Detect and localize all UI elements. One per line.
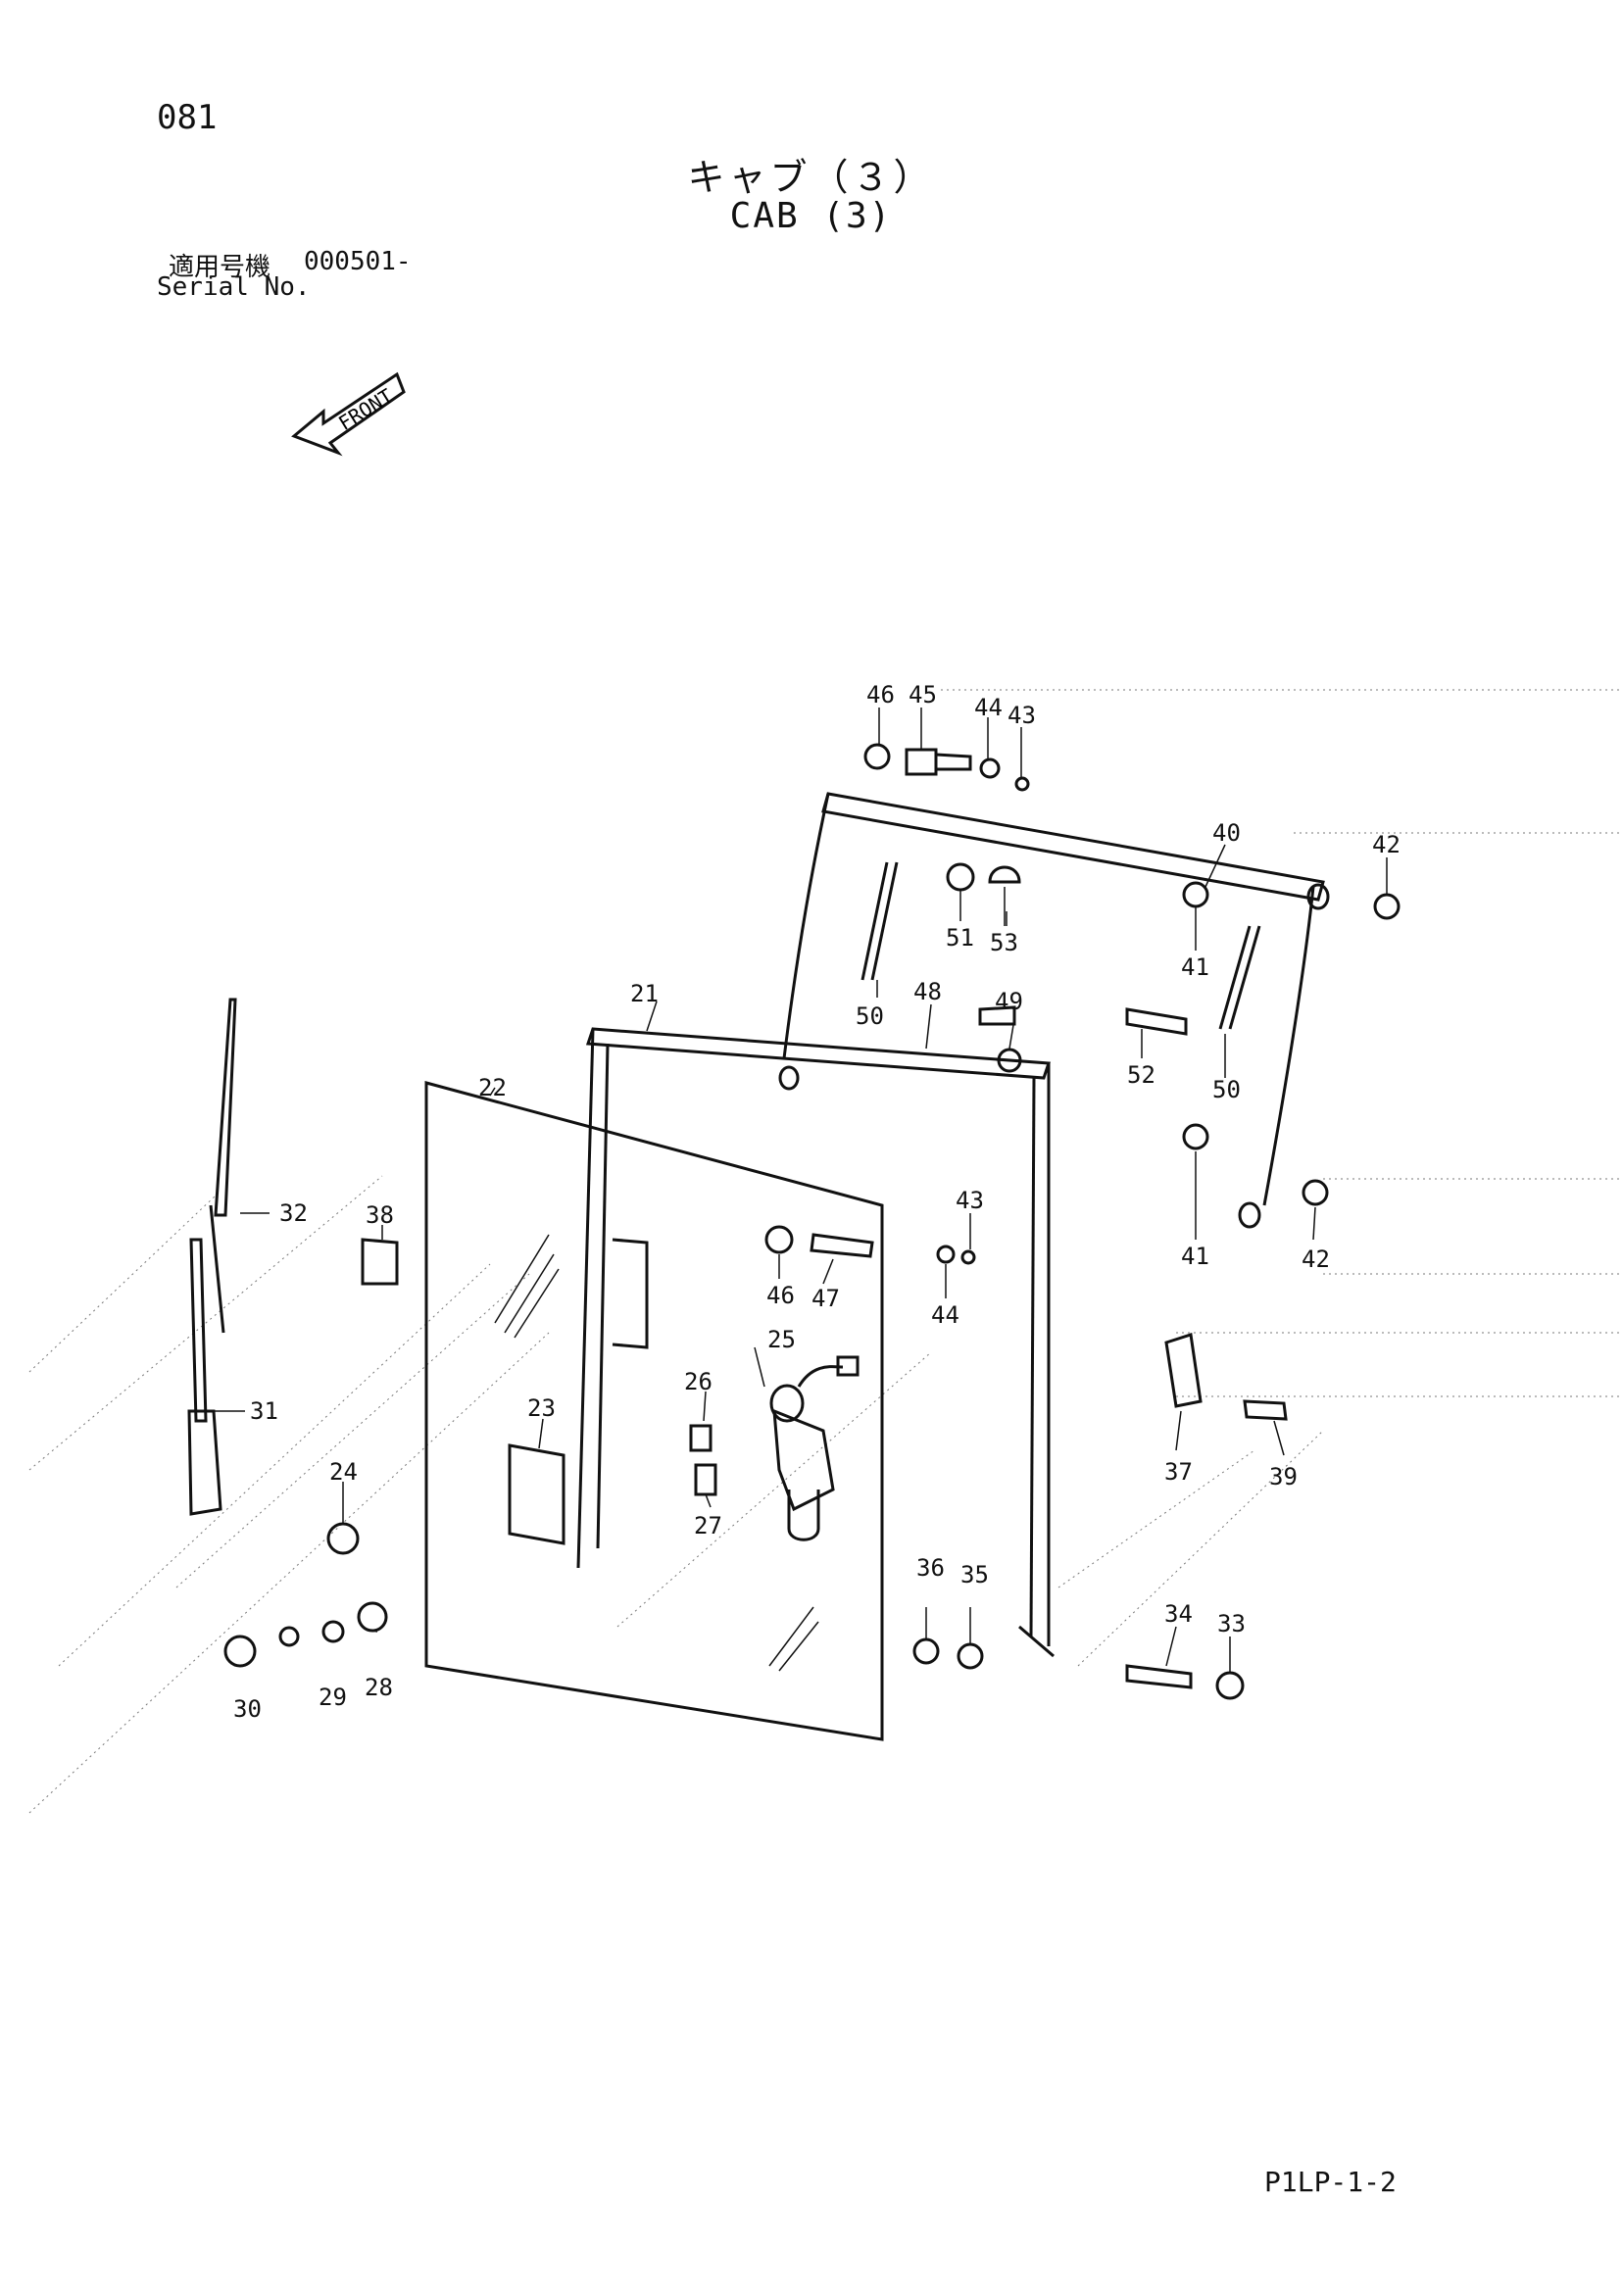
callout-47: 47 bbox=[811, 1285, 840, 1312]
callout-34: 34 bbox=[1164, 1600, 1193, 1628]
upper-window-frame bbox=[778, 792, 1330, 1229]
catalog-page-code: P1LP-1-2 bbox=[1264, 2166, 1397, 2198]
callout-46b: 46 bbox=[766, 1282, 795, 1309]
callout-28: 28 bbox=[365, 1674, 393, 1701]
callout-45: 45 bbox=[909, 681, 937, 708]
callout-35: 35 bbox=[960, 1561, 989, 1588]
callout-33: 33 bbox=[1217, 1610, 1246, 1637]
serial-number-value: 000501- bbox=[304, 247, 412, 276]
serial-label-japanese: 適用号機 bbox=[169, 253, 271, 282]
callout-24: 24 bbox=[329, 1458, 358, 1486]
page-title-japanese: キャブ（３） bbox=[687, 156, 935, 199]
callout-37: 37 bbox=[1164, 1458, 1193, 1486]
callout-26: 26 bbox=[684, 1368, 713, 1395]
callout-42a: 42 bbox=[1372, 831, 1401, 858]
wiper-arm bbox=[187, 1238, 222, 1516]
wiper-blade bbox=[209, 998, 237, 1334]
callout-38: 38 bbox=[366, 1201, 394, 1229]
fastener-hardware bbox=[223, 743, 1401, 1700]
callout-43b: 43 bbox=[956, 1187, 984, 1214]
callout-48: 48 bbox=[913, 978, 942, 1005]
callout-40: 40 bbox=[1212, 819, 1241, 847]
callout-50a: 50 bbox=[856, 1002, 884, 1030]
callout-51: 51 bbox=[946, 924, 974, 952]
callout-29: 29 bbox=[319, 1684, 347, 1711]
callout-22: 22 bbox=[478, 1074, 507, 1101]
callout-leaders bbox=[206, 708, 1388, 1672]
callout-41a: 41 bbox=[1181, 953, 1209, 981]
callout-39: 39 bbox=[1269, 1463, 1298, 1490]
callout-50b: 50 bbox=[1212, 1076, 1241, 1103]
page-title-english: CAB (3) bbox=[729, 196, 893, 236]
callout-49: 49 bbox=[995, 988, 1023, 1015]
front-arrow-icon: FRONT bbox=[291, 371, 406, 457]
callout-53: 53 bbox=[990, 929, 1018, 956]
front-arrow-label: FRONT bbox=[334, 384, 397, 435]
callout-36: 36 bbox=[916, 1554, 945, 1582]
glass-handle bbox=[612, 1238, 649, 1349]
glass-pane bbox=[424, 1081, 884, 1741]
callout-43a: 43 bbox=[1008, 702, 1036, 729]
callout-44b: 44 bbox=[931, 1301, 959, 1329]
callout-41b: 41 bbox=[1181, 1243, 1209, 1270]
gas-struts bbox=[860, 861, 1261, 1030]
motor-bracket-plate bbox=[508, 1443, 565, 1545]
callout-31: 31 bbox=[250, 1397, 278, 1425]
callout-labels: 21 22 23 24 25 26 27 28 29 30 31 32 33 3… bbox=[233, 681, 1401, 1723]
callout-27: 27 bbox=[694, 1512, 722, 1539]
callout-52: 52 bbox=[1127, 1061, 1155, 1089]
callout-21: 21 bbox=[630, 980, 659, 1007]
wiper-motor bbox=[769, 1355, 860, 1541]
callout-32: 32 bbox=[279, 1199, 308, 1227]
reference-lines bbox=[28, 689, 1622, 1814]
callout-25: 25 bbox=[767, 1326, 796, 1353]
page-number: 081 bbox=[157, 98, 218, 137]
callout-30: 30 bbox=[233, 1695, 262, 1723]
callout-42b: 42 bbox=[1302, 1246, 1330, 1273]
serial-label-english: Serial No. bbox=[157, 272, 311, 302]
callout-44a: 44 bbox=[974, 694, 1003, 721]
window-frame bbox=[576, 1027, 1055, 1658]
callout-23: 23 bbox=[527, 1394, 556, 1422]
callout-46a: 46 bbox=[866, 681, 895, 708]
